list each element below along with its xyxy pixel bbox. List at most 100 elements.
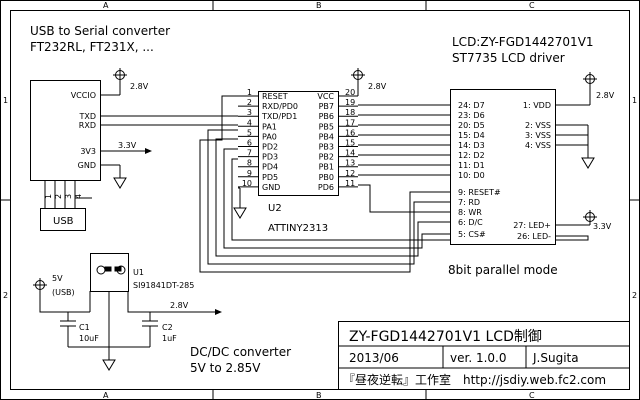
usb-title: USB to Serial converter: [30, 24, 170, 38]
usb-conn-num-3: 3: [64, 194, 73, 199]
mcu-right-pin-num: 16: [345, 128, 355, 137]
col-label-a-bottom: A: [103, 391, 109, 400]
reg-vin-note: (USB): [52, 288, 75, 297]
col-label-c-top: C: [529, 1, 535, 10]
col-label-a-top: A: [103, 1, 109, 10]
lcd-left-pin-label: 5: CS#: [458, 230, 486, 239]
mcu-right-pin-label: PB6: [319, 112, 334, 121]
usb-2v8-power-symbol: [113, 68, 127, 82]
mcu-2v8-power-symbol: [351, 68, 365, 82]
lcd-2v8-power-symbol: [583, 72, 597, 86]
usb-connector-box: [40, 208, 86, 231]
lcd-left-pin-label: 23: D6: [458, 111, 485, 120]
title-block-author: J.Sugita: [532, 351, 579, 365]
lcd-left-pin-label: 9: RESET#: [458, 188, 501, 197]
col-label-b-bottom: B: [316, 391, 322, 400]
lcd-right-pin-label: 3: VSS: [525, 131, 551, 140]
mcu-right-pin-label: PB3: [319, 143, 334, 152]
usb-2v8-label: 2.8V: [130, 82, 149, 91]
reg-vout-arrow: [215, 309, 222, 315]
mcu-right-pin-num: 13: [345, 159, 355, 168]
lcd-right-pin-label: 26: LED-: [517, 232, 551, 241]
mcu-left-pin-num: 3: [247, 108, 252, 117]
title-block-date: 2013/06: [349, 351, 399, 365]
c1-value: 10uF: [79, 334, 99, 343]
reg-desc-2: 5V to 2.85V: [190, 361, 261, 375]
col-label-b-top: B: [316, 1, 322, 10]
lcd-3v3-power-symbol: [583, 210, 597, 224]
lcd-right-pin-label: 2: VSS: [525, 121, 551, 130]
reg-ground-symbol: [102, 359, 116, 371]
mcu-right-pin-num: 17: [345, 118, 355, 127]
c2-ref: C2: [162, 323, 173, 332]
lcd-left-pin-label: 11: D1: [458, 161, 485, 170]
regulator-pin-pad: [104, 266, 112, 272]
mcu-left-pin-num: 5: [247, 128, 252, 137]
usb-pin-label: RXD: [79, 121, 96, 130]
lcd-right-pin-label: 1: VDD: [523, 101, 551, 110]
lcd-left-pin-label: 20: D5: [458, 121, 485, 130]
mcu-right-pin-label: PD6: [318, 183, 334, 192]
mcu-left-pin-label: PA0: [262, 132, 277, 141]
usb-conn-num-1: 1: [44, 194, 53, 199]
usb-connector-label: USB: [53, 216, 74, 227]
mcu-part: ATTINY2313: [268, 223, 328, 234]
mcu-ground-symbol: [233, 207, 247, 219]
title-block-footer: 『昼夜逆転』工作室 http://jsdiy.web.fc2.com: [343, 372, 606, 387]
regulator-pin-pad-2: [114, 266, 122, 272]
mcu-left-pin-num: 7: [247, 149, 252, 158]
mcu-left-pin-num: 8: [247, 159, 252, 168]
regulator-ref: U1: [133, 268, 144, 277]
row-label-1-right: 1: [632, 96, 637, 105]
row-label-1-left: 1: [3, 96, 8, 105]
usb-pin-label: TXD: [78, 112, 96, 121]
c2-value: 1uF: [162, 334, 177, 343]
mcu-right-pin-label: PB7: [319, 102, 334, 111]
mcu-right-pin-num: 20: [345, 88, 355, 97]
regulator-part: SI91841DT-285: [133, 281, 194, 290]
mcu-right-pin-num: 19: [345, 98, 355, 107]
mcu-right-pin-num: 11: [345, 179, 355, 188]
mcu-left-pin-num: 2: [247, 98, 252, 107]
c1-ref: C1: [79, 323, 90, 332]
mcu-right-pin-label: PB1: [319, 163, 334, 172]
usb-ground-symbol: [113, 177, 127, 189]
mcu-box: [258, 91, 339, 196]
mcu-left-pin-num: 9: [247, 169, 252, 178]
mcu-right-pin-num: 15: [345, 139, 355, 148]
lcd-ground-symbol: [581, 157, 595, 169]
mcu-left-pin-label: RESET: [262, 92, 288, 101]
usb-conn-num-4: 4: [74, 194, 83, 199]
usb-converter-box: [30, 80, 101, 181]
mcu-left-pin-label: PA1: [262, 122, 277, 131]
mcu-left-pin-num: 10: [242, 179, 252, 188]
usb-3v3-label: 3.3V: [118, 141, 137, 150]
lcd-2v8-label: 2.8V: [596, 91, 615, 100]
mcu-right-pin-label: PB4: [319, 132, 334, 141]
mcu-left-pin-label: TXD/PD1: [261, 112, 297, 121]
title-block-title: ZY-FGD1442701V1 LCD制御: [349, 329, 542, 345]
mcu-right-pin-label: PB0: [319, 173, 334, 182]
lcd-mode: 8bit parallel mode: [448, 263, 558, 277]
mcu-left-pin-label: PD2: [262, 143, 278, 152]
lcd-3v3-label: 3.3V: [593, 222, 612, 231]
lcd-left-pin-label: 10: D0: [458, 171, 485, 180]
lcd-right-pin-label: 27: LED+: [513, 221, 551, 230]
usb-subtitle: FT232RL, FT231X, ...: [30, 40, 154, 54]
mcu-left-pin-label: PD5: [262, 173, 278, 182]
lcd-box: [450, 89, 556, 245]
mcu-left-pin-num: 1: [247, 88, 252, 97]
mcu-right-pin-label: VCC: [317, 92, 334, 101]
mcu-left-pin-label: PD3: [262, 153, 278, 162]
lcd-left-pin-label: 14: D3: [458, 141, 485, 150]
lcd-right-pin-label: 4: VSS: [525, 141, 551, 150]
mcu-left-pin-label: GND: [262, 183, 280, 192]
row-label-2-left: 2: [3, 291, 8, 300]
reg-5v-power-symbol: [33, 278, 47, 292]
reg-vout-label: 2.8V: [170, 301, 189, 310]
usb-3v3-arrow: [145, 148, 152, 154]
title-block: [338, 321, 630, 390]
mcu-2v8-label: 2.8V: [368, 82, 387, 91]
regulator-box: [90, 253, 129, 292]
